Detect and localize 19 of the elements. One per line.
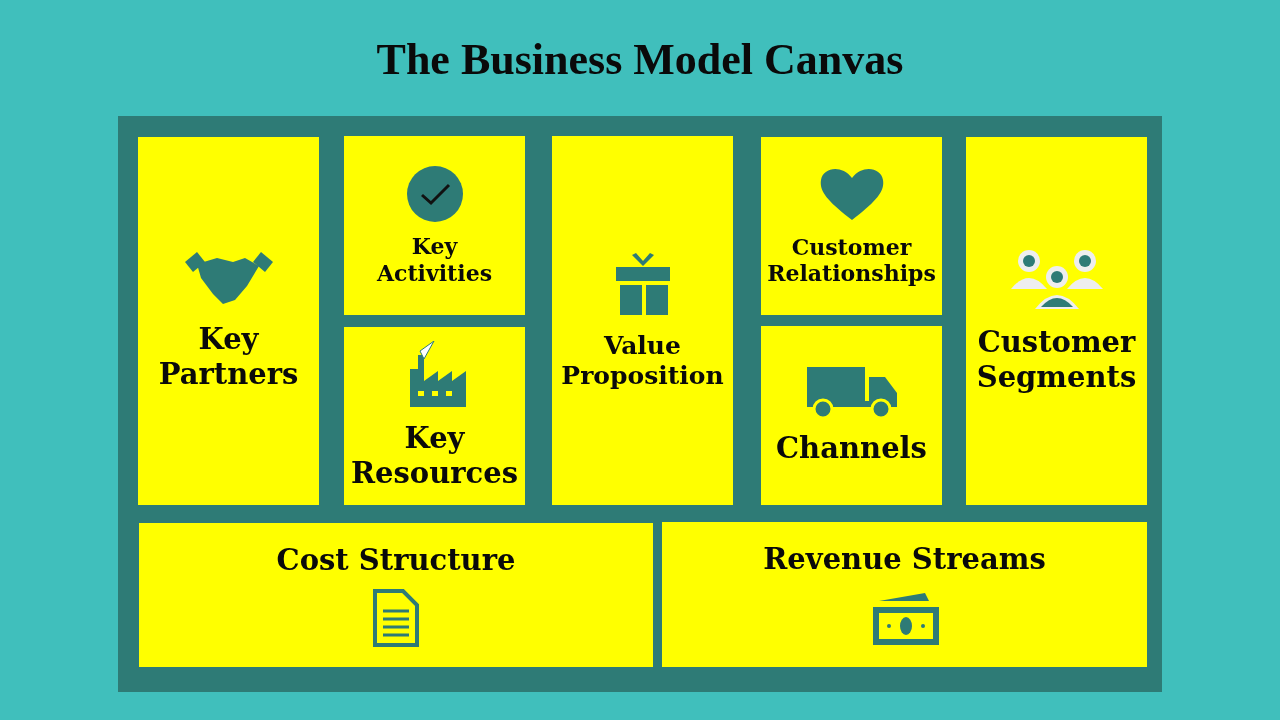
canvas-block <box>662 522 1147 667</box>
canvas-block <box>761 137 942 315</box>
canvas-block <box>552 136 733 505</box>
block-heading: Customer Segments <box>975 325 1138 395</box>
canvas-block <box>139 523 653 667</box>
canvas-block <box>344 136 525 315</box>
canvas-block <box>138 137 319 505</box>
canvas-block <box>344 327 525 505</box>
block-heading: Value Proposition <box>560 330 725 391</box>
diagram-title: The Business Model Canvas <box>375 34 905 85</box>
block-heading: Cost Structure <box>276 542 516 578</box>
block-heading: Revenue Streams <box>763 542 1046 577</box>
block-heading: Key Activities <box>375 233 493 286</box>
block-heading: Key Resources <box>350 421 519 491</box>
canvas-block <box>761 326 942 505</box>
canvas-block <box>966 137 1147 505</box>
block-heading: Key Partners <box>157 322 300 392</box>
block-heading: Customer Relationships <box>766 233 937 287</box>
block-heading: Channels <box>776 431 927 466</box>
